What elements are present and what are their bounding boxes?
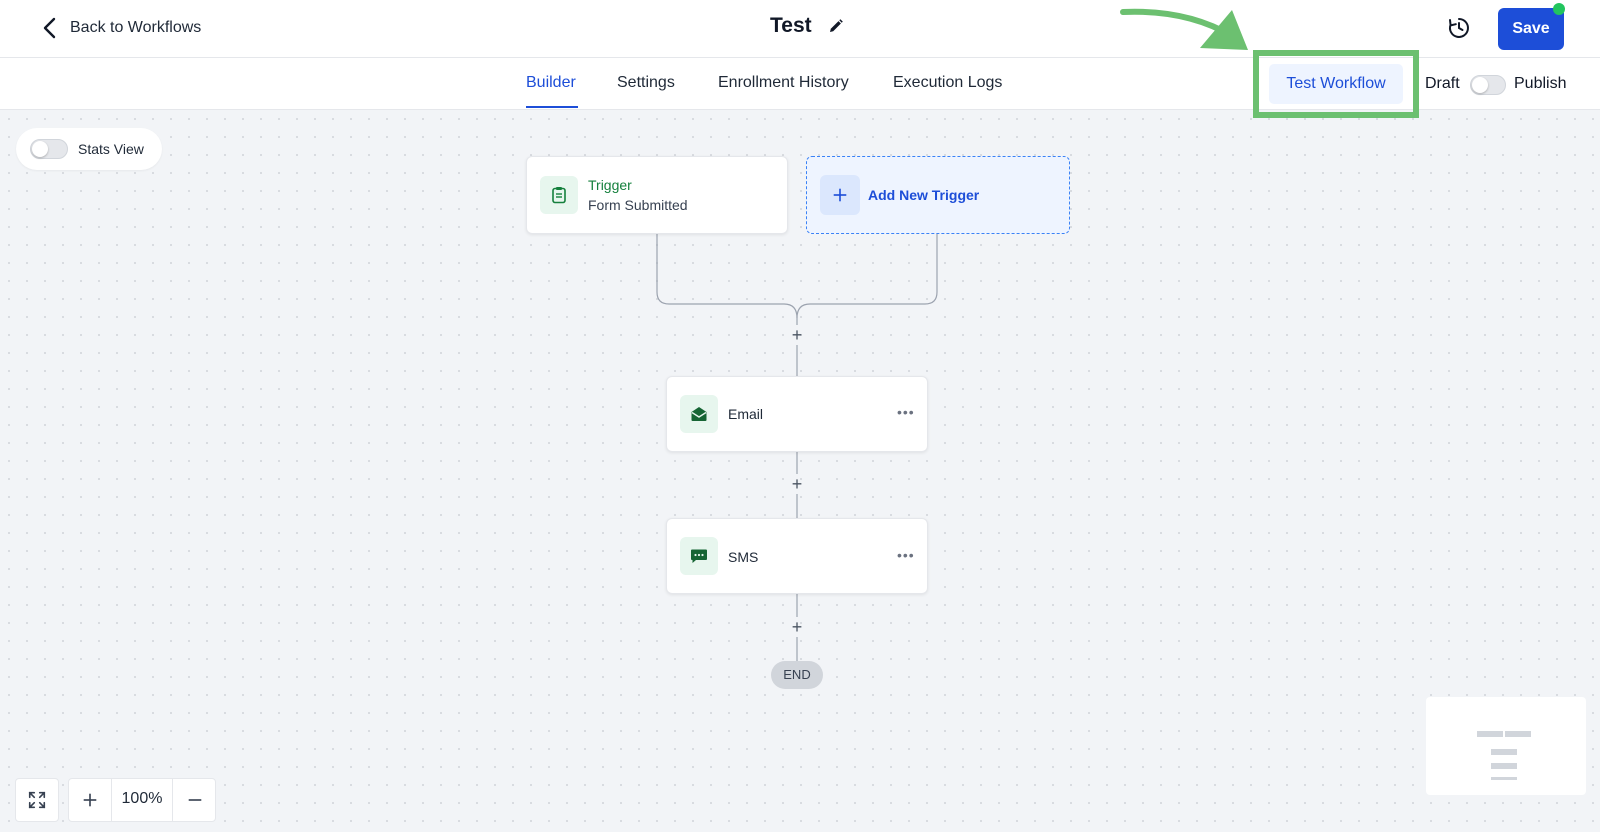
back-label: Back to Workflows <box>70 19 202 36</box>
pencil-icon[interactable] <box>828 18 844 34</box>
expand-icon <box>28 791 46 809</box>
publish-toggle[interactable] <box>1470 75 1506 95</box>
test-workflow-button[interactable]: Test Workflow <box>1269 64 1403 104</box>
email-more-icon[interactable]: ••• <box>897 404 915 420</box>
workflow-canvas[interactable] <box>0 110 1600 832</box>
minimap-block <box>1505 731 1531 737</box>
minimap[interactable] <box>1426 697 1586 795</box>
fit-to-screen-button[interactable] <box>15 778 59 822</box>
add-step-button[interactable]: + <box>791 474 803 494</box>
chevron-left-icon <box>43 17 56 39</box>
sms-icon-box <box>680 537 718 575</box>
top-header: Back to Workflows Test Save <box>0 0 1600 58</box>
sms-icon <box>691 549 707 563</box>
add-step-button[interactable]: + <box>791 325 803 345</box>
toggle-knob <box>1472 77 1488 93</box>
tab-builder[interactable]: Builder <box>526 74 576 91</box>
unsaved-indicator-dot <box>1553 3 1565 15</box>
toggle-knob <box>32 141 48 157</box>
stats-view-label: Stats View <box>78 141 144 157</box>
minimap-block <box>1491 763 1517 769</box>
minus-icon <box>188 799 201 801</box>
tab-enrollment-history[interactable]: Enrollment History <box>718 74 849 91</box>
draft-label: Draft <box>1425 75 1460 92</box>
back-to-workflows-link[interactable]: Back to Workflows <box>40 16 201 40</box>
add-new-trigger-label: Add New Trigger <box>868 187 980 203</box>
page-title: Test <box>770 14 812 37</box>
minimap-block <box>1491 749 1517 755</box>
clipboard-icon-box <box>540 176 578 214</box>
minimap-block <box>1491 777 1517 780</box>
zoom-out-button[interactable] <box>172 778 216 822</box>
email-icon <box>691 407 707 421</box>
trigger-title: Trigger <box>588 177 632 193</box>
plus-icon <box>833 188 847 202</box>
add-step-button[interactable]: + <box>791 617 803 637</box>
email-icon-box <box>680 395 718 433</box>
save-button[interactable]: Save <box>1498 8 1564 50</box>
sms-more-icon[interactable]: ••• <box>897 547 915 563</box>
email-node-label: Email <box>728 406 764 422</box>
history-icon[interactable] <box>1447 16 1471 40</box>
sms-node-label: SMS <box>728 549 759 565</box>
zoom-level: 100% <box>121 790 163 807</box>
plus-icon <box>83 793 96 807</box>
test-workflow-highlight <box>1253 50 1419 118</box>
stats-view-toggle[interactable] <box>30 139 68 159</box>
trigger-subtitle: Form Submitted <box>588 197 688 213</box>
tab-settings[interactable]: Settings <box>617 74 675 91</box>
active-tab-underline <box>526 106 578 108</box>
publish-label: Publish <box>1514 75 1567 92</box>
title-wrap: Test <box>770 14 844 38</box>
plus-icon-box <box>820 175 860 215</box>
tab-execution-logs[interactable]: Execution Logs <box>893 74 1003 91</box>
minimap-block <box>1477 731 1503 737</box>
end-marker: END <box>771 661 823 689</box>
clipboard-icon <box>552 187 566 204</box>
zoom-in-button[interactable] <box>68 778 112 822</box>
